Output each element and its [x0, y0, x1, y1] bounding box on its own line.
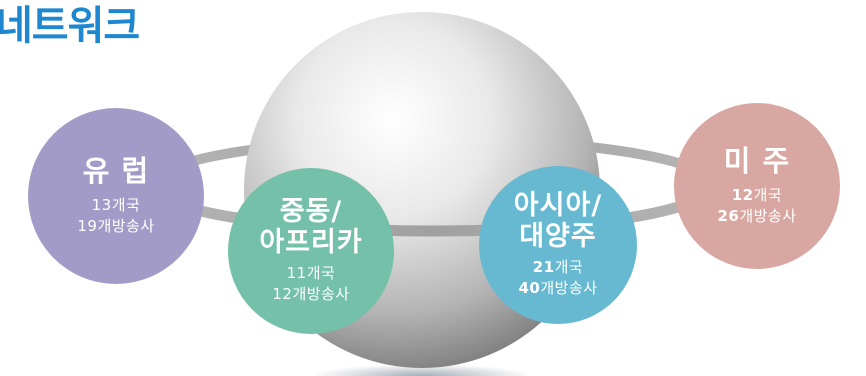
broadcaster-count: 40개방송사	[518, 278, 598, 297]
region-europe: 유 럽 13개국 19개방송사	[28, 108, 204, 284]
region-asia-oceania: 아시아/ 대양주 21개국 40개방송사	[479, 166, 637, 324]
region-name: 미 주	[723, 143, 791, 178]
globe-shadow	[312, 364, 532, 376]
region-name: 중동/ 아프리카	[259, 196, 363, 258]
broadcaster-count: 26개방송사	[717, 207, 797, 226]
broadcaster-count: 12개방송사	[272, 284, 350, 303]
country-count: 21개국	[532, 257, 584, 276]
country-count: 13개국	[91, 196, 141, 215]
region-americas: 미 주 12개국 26개방송사	[674, 103, 840, 269]
country-count: 12개국	[731, 186, 783, 205]
broadcaster-count: 19개방송사	[77, 217, 155, 236]
page-title: 네트워크	[0, 3, 140, 49]
region-name: 유 럽	[82, 153, 150, 188]
region-name: 아시아/ 대양주	[513, 190, 603, 252]
region-middle-east-africa: 중동/ 아프리카 11개국 12개방송사	[228, 168, 394, 334]
country-count: 11개국	[286, 263, 336, 282]
